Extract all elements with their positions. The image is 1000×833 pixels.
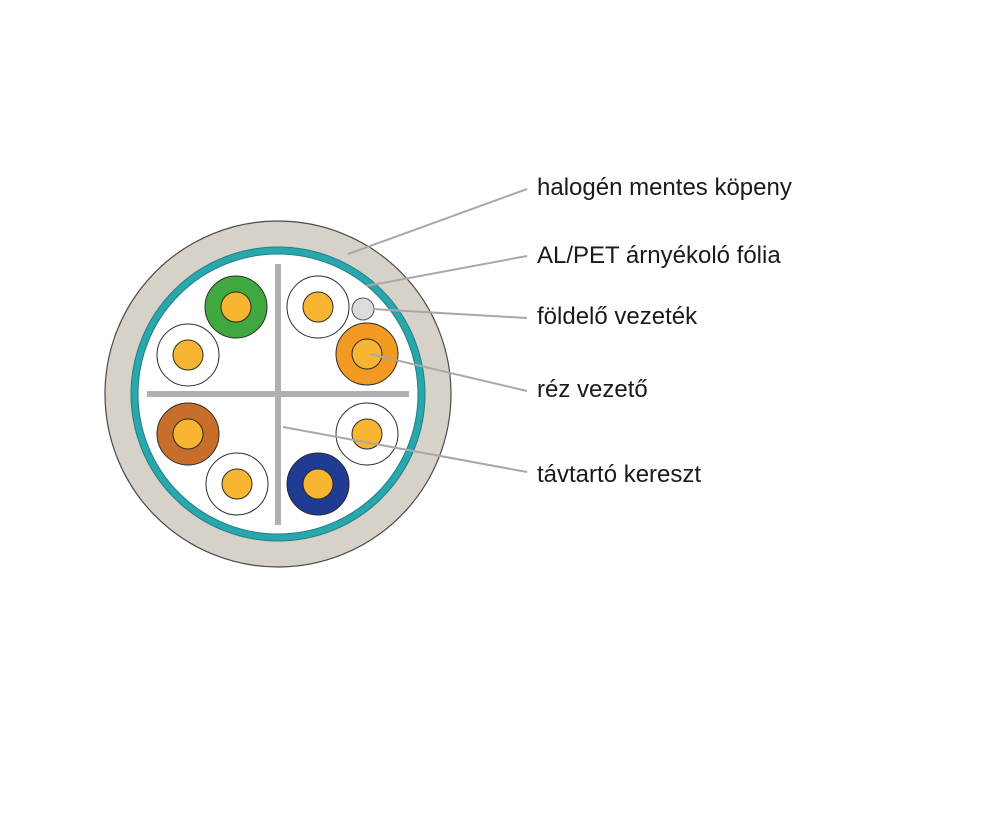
leader-line-drain-wire (372, 308, 528, 319)
label-copper: réz vezető (537, 376, 648, 403)
drain-wire (351, 297, 375, 321)
label-jacket: halogén mentes köpeny (537, 174, 792, 201)
label-foil: AL/PET árnyékoló fólia (537, 242, 781, 269)
leader-line-copper (369, 353, 528, 392)
conductor-green-white (286, 275, 350, 339)
conductor-orange-white (335, 402, 399, 466)
leader-line-jacket (347, 188, 528, 255)
conductor-blue-white (156, 323, 220, 387)
label-drain-wire: földelő vezeték (537, 303, 698, 330)
cross-separator (147, 264, 409, 525)
leader-lines (282, 188, 528, 473)
leader-line-separator (282, 426, 528, 473)
conductor-green (204, 275, 268, 339)
conductor-brown (156, 402, 220, 466)
conductor-brown-white (205, 452, 269, 516)
conductor-blue (286, 452, 350, 516)
conductor-orange (335, 322, 399, 386)
label-separator: távtartó kereszt (537, 461, 702, 488)
leader-line-foil (365, 255, 528, 287)
